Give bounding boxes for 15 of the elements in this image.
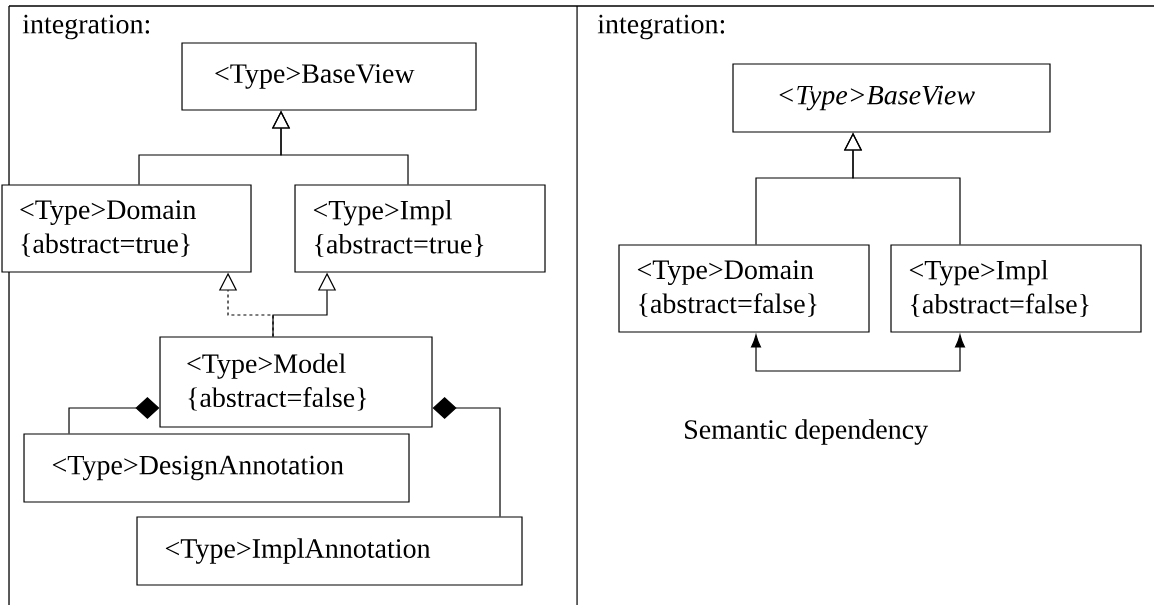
class-box: <Type>BaseView <box>732 63 1051 133</box>
class-box: <Type>ImplAnnotation <box>136 516 523 586</box>
class-box: <Type>BaseView <box>181 42 477 111</box>
composition-line <box>432 397 501 517</box>
class-box: <Type>Domain {abstract=true} <box>1 184 252 273</box>
heading-text: integration: <box>597 14 725 40</box>
class-box: <Type>DesignAnnotation <box>23 433 410 503</box>
dependency-arrow <box>750 334 966 372</box>
class-box: <Type>Model {abstract=false} <box>159 336 433 428</box>
class-box: <Type>Impl {abstract=false} <box>890 244 1142 333</box>
composition-line <box>68 397 160 434</box>
class-box: <Type>Domain {abstract=false} <box>618 244 870 333</box>
heading-text: integration: <box>22 14 150 40</box>
class-box: <Type>Impl {abstract=true} <box>294 184 546 273</box>
caption-text: Semantic dependency <box>685 419 929 445</box>
